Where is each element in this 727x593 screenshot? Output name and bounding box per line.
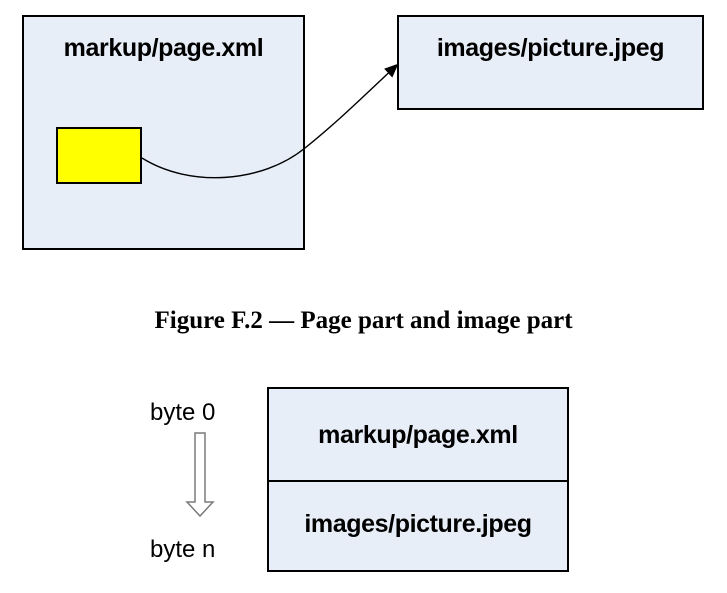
stack-part-image-label: images/picture.jpeg (304, 510, 532, 538)
byte-layout-stack: markup/page.xml images/picture.jpeg (267, 387, 569, 572)
byte-end-label: byte n (150, 536, 216, 563)
stack-part-markup-label: markup/page.xml (318, 421, 518, 449)
image-part-label: images/picture.jpeg (436, 34, 665, 62)
stack-part-markup: markup/page.xml (269, 389, 567, 482)
figure-caption: Figure F.2 — Page part and image part (154, 307, 573, 334)
down-arrow-icon (185, 432, 215, 518)
byte-start-label: byte 0 (150, 399, 216, 426)
stack-part-image: images/picture.jpeg (269, 482, 567, 572)
image-part-box: images/picture.jpeg (397, 15, 704, 110)
image-placeholder (56, 127, 142, 184)
page-part-label: markup/page.xml (63, 34, 264, 62)
